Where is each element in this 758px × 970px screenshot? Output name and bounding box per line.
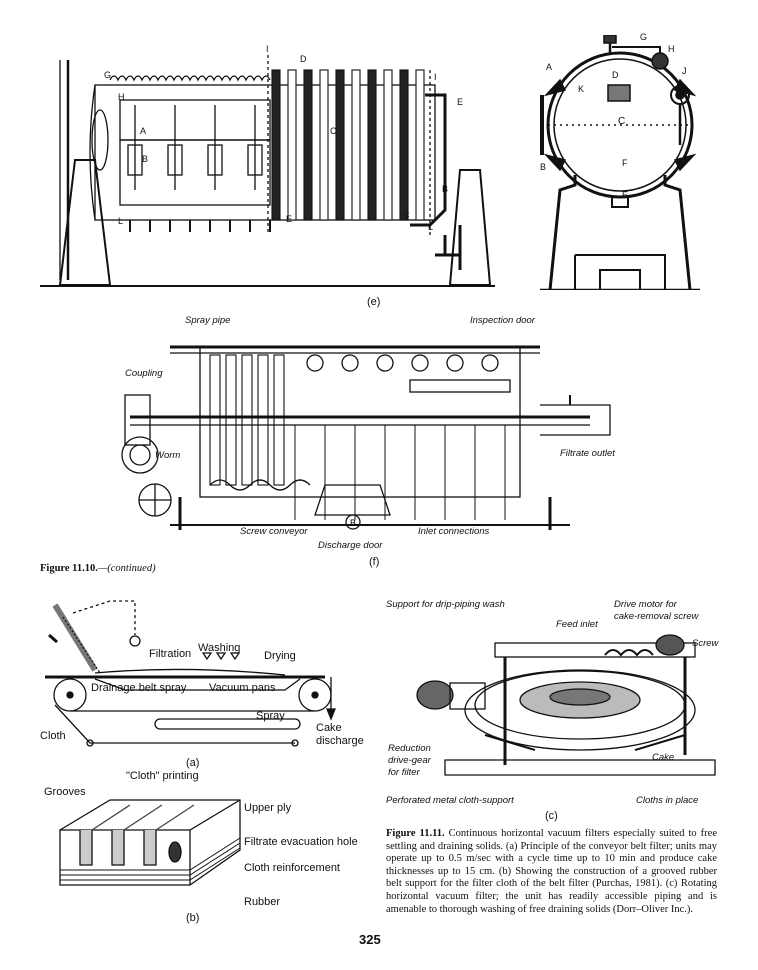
figure-e-left-drawing [40,55,495,287]
fig-e-right-letter-h: H [668,44,675,54]
fig-c-label-drive-motor-2: cake-removal screw [614,611,699,622]
fig-f-label-inlet-connections: Inlet connections [418,526,490,537]
fig-f-label-discharge-door: Discharge door [318,540,383,551]
fig-f-label-worm: Worm [155,450,181,461]
fig-a-label-spray: Spray [256,710,285,722]
figure-11-10-caption: Figure 11.10.—(continued) [40,563,156,574]
fig-c-label-support-drip-piping: Support for drip-piping wash [386,599,505,610]
fig-e-letter-b2: B [442,184,449,194]
fig-a-label-cake: Cake [316,722,342,734]
fig-c-label-cloths-in-place: Cloths in place [636,795,699,806]
fig-e-letter-h: H [118,92,125,102]
fig-c-label-reduction-1: Reduction [388,743,431,754]
fig-c-label-drive-motor-1: Drive motor for [614,599,677,610]
fig-e-letter-d: D [300,54,307,64]
fig-a-label-drainage-belt-spray: Drainage belt spray [91,682,187,694]
fig-e-right-letter-c: C [618,116,626,127]
fig-e-right-letter-b: B [540,162,547,172]
figure-f-sublabel: (f) [369,556,380,568]
figure-e-right-drawing [540,35,700,290]
fig-c-label-reduction-2: drive-gear [388,755,431,766]
fig-e-right-letter-a: A [546,62,553,72]
figure-11-11-text: Continuous horizontal vacuum filters esp… [386,828,717,915]
figure-c-sublabel: (c) [545,810,558,822]
fig-f-label-screw-conveyor: Screw conveyor [240,526,308,537]
fig-c-label-perforated: Perforated metal cloth-support [386,795,514,806]
fig-f-label-inspection-door: Inspection door [470,315,535,326]
fig-c-label-cake: Cake [652,752,675,763]
fig-a-label-discharge: discharge [316,735,364,747]
figure-11-10-suffix: —(continued) [97,563,156,574]
fig-f-door-letter: B [350,518,356,528]
fig-b-label-grooves: Grooves [44,786,86,798]
fig-f-label-spray-pipe: Spray pipe [185,315,231,326]
fig-a-label-filtration: Filtration [149,648,192,660]
fig-e-letter-i: I [266,44,269,54]
fig-a-label-vacuum-pans: Vacuum pans [209,682,276,694]
fig-e-letter-l: L [118,216,124,226]
figure-11-11-number: Figure 11.11. [386,828,445,839]
fig-e-letter-i2: I [434,72,437,82]
fig-e-right-letter-g: G [640,32,648,42]
fig-c-label-reduction-3: for filter [388,767,420,778]
figure-11-10-number: Figure 11.10. [40,563,98,574]
fig-c-label-feed-inlet: Feed inlet [556,619,598,630]
fig-e-letter-e2: E [286,214,293,224]
fig-b-label-rubber: Rubber [244,896,281,908]
fig-b-label-cloth-reinforcement: Cloth reinforcement [244,862,340,874]
fig-b-label-upper-ply: Upper ply [244,802,292,814]
page-number: 325 [359,932,381,947]
figure-b-drawing [59,799,241,886]
figure-a-drawing [45,600,336,747]
fig-e-right-letter-j: J [682,66,687,76]
fig-a-label-cloth: Cloth [40,730,66,742]
fig-b-label-cloth-printing: "Cloth" printing [126,770,199,782]
fig-e-letter-f: F [404,211,410,221]
fig-e-letter-a: A [140,126,147,136]
fig-e-right-letter-d: D [612,70,619,80]
figure-a-sublabel: (a) [186,757,200,769]
figure-f-drawing: B [121,345,611,530]
fig-e-right-letter-f: F [622,158,628,168]
fig-e-right-letter-k: K [578,84,585,94]
fig-e-letter-c: C [330,126,337,136]
fig-e-letter-b: B [142,154,149,164]
fig-f-label-filtrate-outlet: Filtrate outlet [560,448,615,459]
fig-f-label-coupling: Coupling [125,368,163,379]
fig-a-label-washing: Washing [198,642,241,654]
fig-a-label-drying: Drying [264,650,296,662]
figure-b-sublabel: (b) [186,912,200,924]
fig-e-letter-l2: L [428,222,434,232]
figure-e-sublabel: (e) [367,296,381,308]
figure-11-11-caption: Figure 11.11. Continuous horizontal vacu… [386,828,717,916]
fig-b-label-filtrate-evacuation-hole: Filtrate evacuation hole [244,836,358,848]
figure-c-drawing [416,634,716,776]
fig-e-right-letter-e: E [622,190,629,200]
fig-e-letter-g: G [104,70,112,80]
fig-c-label-screw: Screw [692,638,719,649]
fig-e-letter-e: E [457,97,464,107]
